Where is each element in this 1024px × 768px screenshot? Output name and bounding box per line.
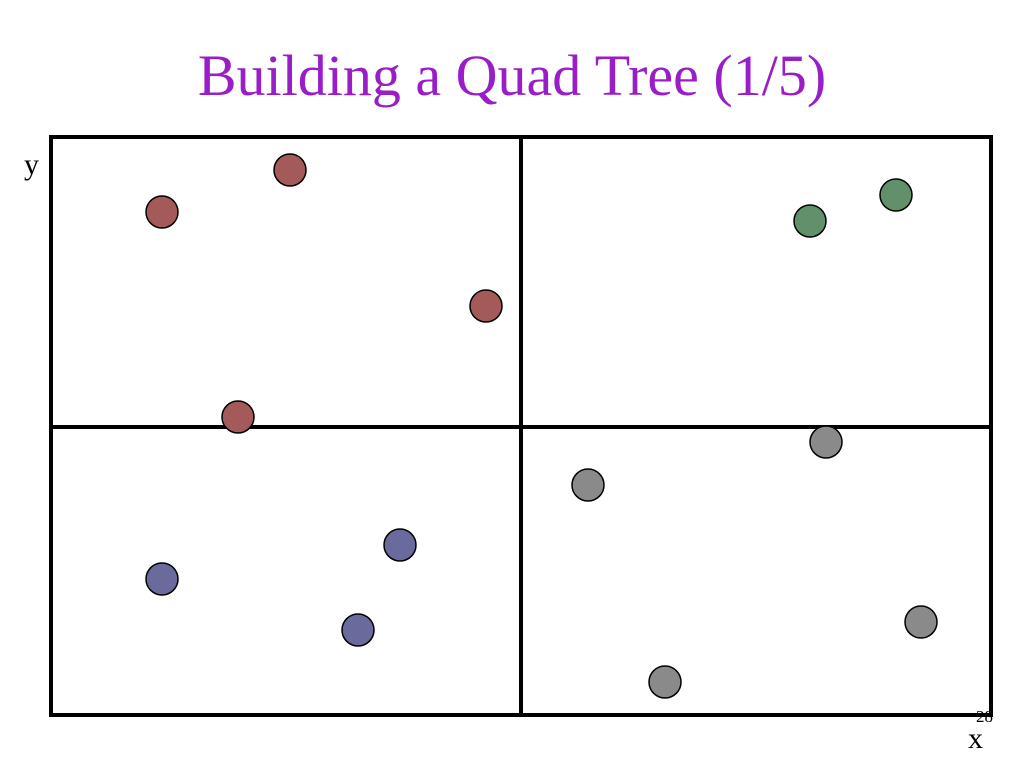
x-axis-label: x xyxy=(968,722,983,755)
points-layer xyxy=(145,153,938,699)
point-gray-bottom-right xyxy=(809,425,843,459)
slide-title: Building a Quad Tree (1/5) xyxy=(197,43,827,108)
point-red-top-left xyxy=(221,400,255,434)
point-red-top-left xyxy=(273,153,307,187)
page-number: 28 xyxy=(976,707,993,726)
point-green-top-right xyxy=(793,204,827,238)
point-gray-bottom-right xyxy=(648,665,682,699)
point-red-top-left xyxy=(469,289,503,323)
point-blue-bottom-left xyxy=(383,528,417,562)
point-gray-bottom-right xyxy=(571,468,605,502)
point-red-top-left xyxy=(145,195,179,229)
point-gray-bottom-right xyxy=(904,605,938,639)
point-blue-bottom-left xyxy=(341,613,375,647)
point-green-top-right xyxy=(879,178,913,212)
y-axis-label: y xyxy=(24,148,39,181)
point-blue-bottom-left xyxy=(145,562,179,596)
